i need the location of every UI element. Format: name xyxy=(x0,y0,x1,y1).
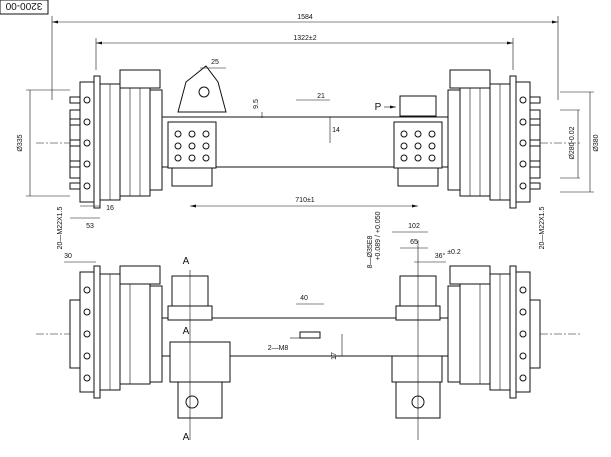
angle-36: 36° xyxy=(435,252,446,260)
top-right-spring-seat xyxy=(393,95,443,187)
dim-280: Ø280-0.02 xyxy=(569,126,576,159)
bolts-left: 20—M22X1.5 xyxy=(57,206,64,249)
top-left-spring-seat xyxy=(167,65,227,187)
bottom-view: 40 2—M8 17 30 A A A 102 65 36° ±0.2 8—Ø3… xyxy=(36,211,580,443)
section-a-1: A xyxy=(183,256,190,267)
dim-102: 102 xyxy=(408,223,420,230)
dim-21: 21 xyxy=(317,93,325,100)
dim-380: Ø380 xyxy=(593,134,600,151)
dim-14: 14 xyxy=(332,127,340,134)
section-a-2: A xyxy=(183,326,190,337)
bottom-left-hub xyxy=(69,265,163,399)
drawing-code: 3200-00 xyxy=(5,0,42,11)
dim-16: 16 xyxy=(106,205,114,212)
drawing-code-box: 3200-00 xyxy=(0,0,49,15)
bolts-right: 20—M22X1.5 xyxy=(539,206,546,249)
overall-width-label: 1584 xyxy=(297,14,313,21)
dim-40: 40 xyxy=(300,295,308,302)
label-p: P xyxy=(375,102,382,113)
spring-spacing-label: 710±1 xyxy=(295,197,315,204)
holes-spec: 8—Ø35E8 xyxy=(367,236,374,269)
dim-53: 53 xyxy=(86,223,94,230)
label-2m8: 2—M8 xyxy=(268,345,289,352)
dim-17: 17 xyxy=(331,352,338,360)
angle-tol: ±0.2 xyxy=(447,249,461,256)
top-view: 1584 1322±2 xyxy=(17,14,600,249)
dim-335: Ø335 xyxy=(17,134,24,151)
top-right-hub xyxy=(447,69,541,209)
bottom-right-spring-seat xyxy=(391,240,443,440)
dim-25: 25 xyxy=(211,59,219,66)
section-a-3: A xyxy=(183,432,190,443)
bottom-left-spring-seat xyxy=(167,270,231,440)
top-left-hub xyxy=(69,69,163,209)
holes-tol: +0.089 / +0.050 xyxy=(375,211,382,260)
dim-9-5: 9.5 xyxy=(253,99,260,109)
track-label: 1322±2 xyxy=(293,35,316,42)
dim-30: 30 xyxy=(64,253,72,260)
dim-65: 65 xyxy=(410,239,418,246)
bottom-right-hub xyxy=(447,265,541,399)
